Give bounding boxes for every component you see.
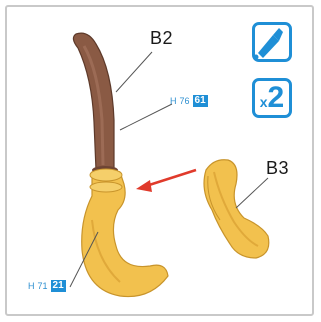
- paint-code-box: 61: [193, 95, 208, 107]
- paint-code-handle: H 76 61: [170, 95, 208, 107]
- leader-line-handle-code: [120, 104, 172, 130]
- label-b2: B2: [150, 28, 173, 49]
- broom-bristles-part: [204, 160, 269, 258]
- broom-handle-part: [73, 33, 118, 174]
- broom-bristle-base: [82, 169, 168, 297]
- quantity-badge: x2: [252, 78, 292, 118]
- paint-code-prefix: H: [170, 96, 177, 106]
- paint-code-bristles: H 71 21: [28, 280, 66, 292]
- quantity-multiplier: x: [260, 94, 268, 110]
- quantity-count: 2: [268, 81, 285, 114]
- quantity-text: x2: [260, 83, 284, 113]
- paint-code-prefix: H: [28, 281, 35, 291]
- glue-badge: [252, 22, 292, 62]
- paint-code-value: 76: [180, 96, 190, 106]
- leader-line-b3: [236, 178, 268, 208]
- leader-line-b2: [116, 52, 152, 92]
- paint-code-box: 21: [51, 280, 66, 292]
- insert-arrow: [136, 170, 196, 192]
- paint-code-value: 71: [38, 281, 48, 291]
- label-b3: B3: [266, 158, 289, 179]
